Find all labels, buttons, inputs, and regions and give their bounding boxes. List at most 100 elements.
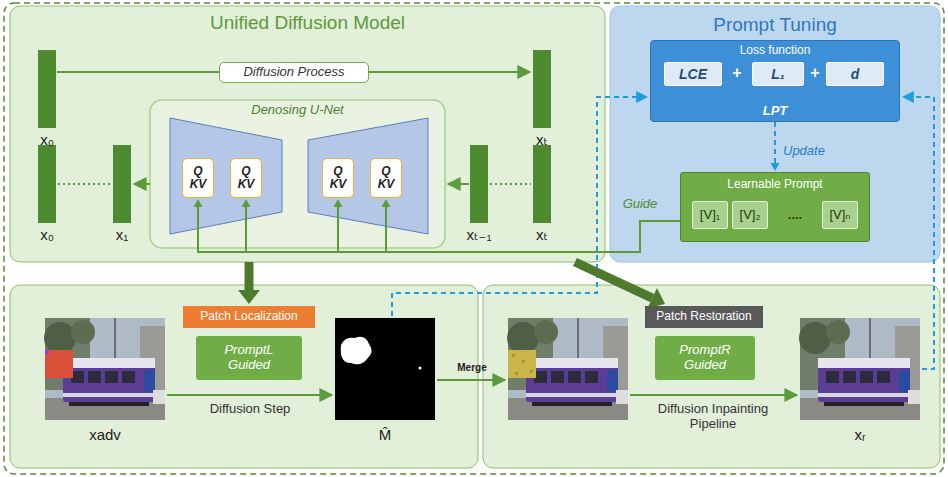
node-text: Q KV xyxy=(330,165,347,190)
node-text: Unified Diffusion Model xyxy=(210,12,405,34)
merged-image xyxy=(507,318,628,420)
variable-label: xₜ xyxy=(522,226,562,244)
connector-line xyxy=(575,262,652,298)
noise-cell xyxy=(61,350,65,354)
variable-label: x₀ xyxy=(27,226,67,243)
attention-block: Q KV xyxy=(230,158,262,198)
image-label: M̂ xyxy=(370,426,400,443)
prompt-token: [V]₂ xyxy=(732,201,768,229)
node-text: [V]₂ xyxy=(740,208,761,223)
adversarial-patch xyxy=(45,350,73,378)
noise-cell xyxy=(49,374,53,378)
prompt-token: [V]₁ xyxy=(692,201,728,229)
connector xyxy=(238,262,260,304)
node-text: Loss function xyxy=(740,44,811,58)
node-text: Q KV xyxy=(190,165,207,190)
noise-cell xyxy=(53,362,57,366)
noise-cell xyxy=(45,370,49,374)
dotted-line xyxy=(490,183,531,185)
patch-texture xyxy=(512,354,515,357)
noise-cell xyxy=(65,366,69,370)
stage-tag: Patch Restoration xyxy=(645,306,763,328)
node-text: Q KV xyxy=(378,165,395,190)
ellipsis: .... xyxy=(775,207,815,222)
attention-block: Q KV xyxy=(322,158,354,198)
arrow-head xyxy=(334,199,343,207)
noise-cell xyxy=(49,366,53,370)
merged-patch xyxy=(508,350,536,378)
encoder-shape xyxy=(170,118,282,234)
noise-cell xyxy=(65,362,69,366)
connector-line xyxy=(338,207,680,252)
noise-cell xyxy=(69,362,73,366)
noise-cell xyxy=(69,358,73,362)
connector-line xyxy=(386,207,680,252)
step-label: Diffusion Step xyxy=(185,401,315,416)
noise-cell xyxy=(49,362,53,366)
latent-bar xyxy=(533,50,551,128)
node-text: Q KV xyxy=(238,165,255,190)
connector xyxy=(242,199,681,252)
process-box: Diffusion Process xyxy=(219,62,369,83)
dotted-line xyxy=(58,183,111,185)
noise-cell xyxy=(57,374,61,378)
latent-bar xyxy=(38,145,56,223)
panel-ground xyxy=(10,285,478,468)
mask-blob xyxy=(341,337,372,364)
connector xyxy=(771,122,780,171)
node-text: PromptL Guided xyxy=(214,343,284,373)
variable-label: x₁ xyxy=(102,226,142,243)
stage-tag: Patch Localization xyxy=(183,306,315,328)
model-panel: Unified Diffusion ModelDiffusion Process… xyxy=(10,6,605,262)
latent-bar xyxy=(533,145,551,223)
node-text: [V]₁ xyxy=(700,208,720,223)
noise-cell xyxy=(57,370,61,374)
variable-label: xₜ xyxy=(522,131,562,149)
connector-line xyxy=(245,262,254,290)
noise-cell xyxy=(45,362,49,366)
feedback-line xyxy=(392,97,647,316)
noise-cell xyxy=(61,366,65,370)
node-text: d xyxy=(851,66,860,82)
noise-cell xyxy=(45,358,49,362)
noise-cell xyxy=(65,370,69,374)
noise-cell xyxy=(45,350,49,354)
feedback-line xyxy=(903,97,934,369)
attention-block: Q KV xyxy=(370,158,402,198)
image-label: xᵣ xyxy=(840,426,880,443)
noise-cell xyxy=(49,358,53,362)
step-arrow xyxy=(448,183,469,185)
noise-cell xyxy=(53,354,57,358)
flow-label: Guide xyxy=(617,196,663,211)
step-label: Diffusion Inpainting Pipeline xyxy=(643,401,783,431)
noise-cell xyxy=(69,350,73,354)
noise-cell xyxy=(57,350,61,354)
noise-cell xyxy=(57,354,61,358)
connector-line xyxy=(198,207,680,252)
tuning-panel: Prompt TuningLoss functionLPTLCEL₁dLearn… xyxy=(610,6,940,262)
noise-cell xyxy=(57,366,61,370)
node-text: LCE xyxy=(679,66,707,82)
noise-cell xyxy=(53,370,57,374)
unet-box: Denosing U-NetQ KVQ KVQ KVQ KV xyxy=(150,100,445,248)
noise-cell xyxy=(69,374,73,378)
noise-cell xyxy=(45,366,49,370)
noise-cell xyxy=(53,358,57,362)
outer-frame xyxy=(4,3,944,474)
prompt-guide: PromptL Guided xyxy=(196,336,302,380)
latent-bar xyxy=(470,145,488,223)
node-subtext: LPT xyxy=(763,103,788,118)
node-text: Diffusion Process xyxy=(243,65,344,80)
node-text: [V]ₙ xyxy=(829,208,850,223)
step-arrow xyxy=(134,183,150,185)
flow-arrow xyxy=(630,394,797,396)
node-text: Patch Localization xyxy=(200,310,297,324)
node-text: Prompt Tuning xyxy=(713,14,837,36)
noise-cell xyxy=(49,370,53,374)
noise-cell xyxy=(49,350,53,354)
arrow-head xyxy=(238,290,260,304)
loss-term: L₁ xyxy=(752,62,804,86)
plus-sign: + xyxy=(729,64,745,82)
arrow-head xyxy=(194,199,203,207)
